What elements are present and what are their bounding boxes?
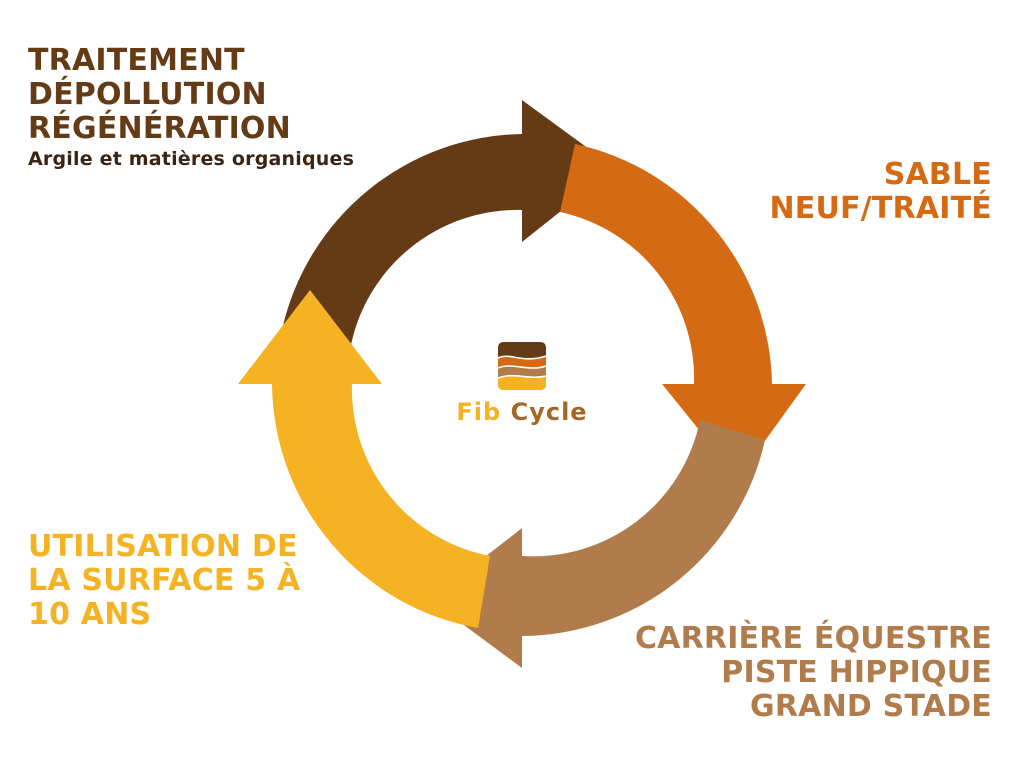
arrow-sand	[560, 144, 806, 478]
stage-label-usage: UTILISATION DE LA SURFACE 5 À 10 ANS	[28, 530, 300, 632]
logo-wordmark: Fib Cycle	[447, 398, 597, 426]
stage-subtitle: Argile et matières organiques	[28, 147, 355, 170]
logo-word-cycle: Cycle	[510, 398, 588, 426]
stage-label-treatment: TRAITEMENT DÉPOLLUTION RÉGÉNÉRATION Argi…	[28, 44, 354, 170]
stage-line: CARRIÈRE ÉQUESTRE	[634, 621, 992, 656]
stage-line: SABLE	[883, 157, 992, 192]
stage-line: RÉGÉNÉRATION	[28, 110, 291, 146]
stage-line: 10 ANS	[28, 596, 152, 632]
arrow-treatment	[282, 100, 615, 350]
sand-layers-icon	[498, 342, 546, 390]
stage-label-equestrian: CARRIÈRE ÉQUESTRE PISTE HIPPIQUE GRAND S…	[635, 622, 992, 724]
stage-line: LA SURFACE 5 À	[28, 562, 301, 598]
stage-label-sand: SABLE NEUF/TRAITÉ	[769, 158, 992, 226]
arrow-equestrian	[430, 420, 765, 668]
stage-line: NEUF/TRAITÉ	[769, 190, 992, 226]
stage-line: GRAND STADE	[750, 688, 992, 724]
arrow-usage	[238, 290, 490, 628]
stage-line: UTILISATION DE	[28, 529, 298, 564]
stage-line: TRAITEMENT	[28, 43, 245, 78]
stage-line: DÉPOLLUTION	[28, 76, 267, 112]
fib-cycle-logo: Fib Cycle	[447, 342, 597, 426]
stage-line: PISTE HIPPIQUE	[721, 654, 992, 690]
logo-word-fib: Fib	[456, 398, 502, 426]
